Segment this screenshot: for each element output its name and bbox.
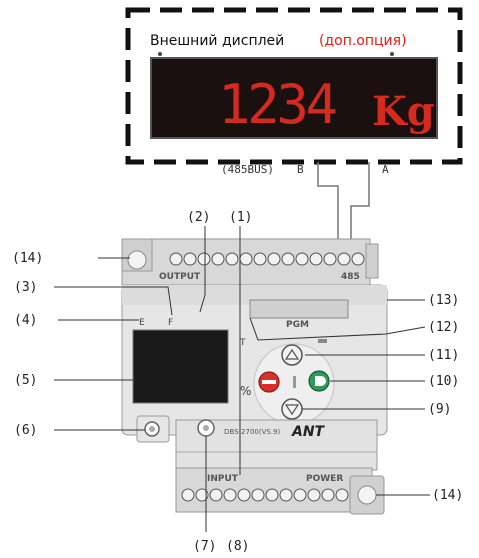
display-mount-hole: [158, 52, 162, 56]
indicator-e: E: [139, 318, 145, 328]
power-label: POWER: [306, 474, 343, 484]
mount-screw-center-head: [203, 425, 209, 431]
enter-icon: [315, 376, 326, 386]
led-display-panel: [150, 57, 438, 139]
port-485-label: 485: [341, 272, 360, 282]
input-label: INPUT: [207, 474, 239, 484]
pgm-bar: [249, 299, 349, 319]
callout-14-bottom: (14): [432, 488, 463, 503]
indicator-t: T: [239, 338, 246, 348]
bus-label: (485BUS): [221, 163, 274, 176]
top-mount-ear-right: [365, 243, 379, 279]
display-unit: Kg: [372, 88, 435, 135]
display-number: 1234: [218, 73, 338, 136]
percent-label: %: [240, 384, 251, 398]
callout-4: (4): [14, 313, 37, 328]
top-terminals: [169, 252, 365, 266]
callout-3: (3): [14, 280, 37, 295]
callout-8: (8): [226, 539, 249, 554]
callout-9: (9): [428, 402, 451, 417]
bottom-terminals: [181, 488, 349, 502]
callout-7: (7): [193, 539, 216, 554]
up-button[interactable]: [281, 344, 303, 366]
callout-1: (1): [229, 210, 252, 225]
display-option: (доп.опция): [319, 33, 407, 49]
callout-11: (11): [428, 348, 459, 363]
mount-hole-top: [127, 250, 147, 270]
callout-6: (6): [14, 423, 37, 438]
brand-logo: ANT: [291, 424, 326, 440]
callout-10: (10): [428, 374, 459, 389]
center-mark: [293, 376, 296, 388]
leader-lines: [54, 226, 430, 532]
indicator-led: [318, 339, 327, 343]
display-title: Внешний дисплей: [150, 33, 284, 49]
callout-5: (5): [14, 373, 37, 388]
model-label: DBS-2700(VS.9): [224, 428, 280, 436]
indicator-f: F: [168, 318, 173, 328]
callout-12: (12): [428, 320, 459, 335]
callout-14-top: (14): [12, 251, 43, 266]
lcd-screen: [132, 329, 229, 404]
bus-label-a: A: [382, 163, 389, 176]
up-arrow-icon: [284, 348, 300, 360]
mount-hole-bottom: [357, 485, 377, 505]
down-arrow-icon: [284, 404, 300, 416]
bus-label-b: B: [297, 163, 304, 176]
callout-13: (13): [428, 293, 459, 308]
wire-b: [317, 162, 339, 240]
display-mount-hole: [390, 52, 394, 56]
wire-a: [350, 162, 370, 240]
output-label: OUTPUT: [159, 272, 201, 282]
callouts: (1) (2) (3) (4) (5) (6) (7) (8) (9) (10)…: [12, 210, 463, 554]
mount-screw-left-head: [149, 426, 155, 432]
down-button[interactable]: [281, 398, 303, 420]
pgm-label: PGM: [286, 320, 309, 330]
stop-icon: [262, 380, 276, 384]
callout-2: (2): [187, 210, 210, 225]
